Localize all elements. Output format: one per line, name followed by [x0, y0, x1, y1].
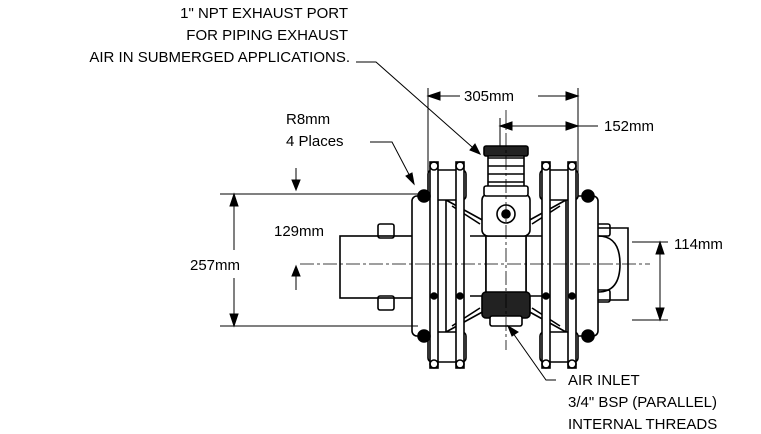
exhaust-note-line3: AIR IN SUBMERGED APPLICATIONS.	[89, 49, 350, 66]
radius-note-line1: R8mm	[286, 111, 330, 128]
right-outlet-pipe	[595, 223, 629, 303]
air-inlet-line2: 3/4" BSP (PARALLEL)	[568, 394, 717, 411]
air-inlet-line3: INTERNAL THREADS	[568, 416, 717, 433]
left-chamber	[411, 161, 487, 369]
dimension-lines	[220, 88, 668, 328]
exhaust-port-note: 1" NPT EXHAUST PORT FOR PIPING EXHAUST A…	[89, 5, 350, 66]
upper-height-label: 129mm	[274, 223, 324, 240]
port-height-label: 114mm	[674, 236, 723, 253]
pump-body	[339, 145, 629, 369]
air-inlet-note: AIR INLET 3/4" BSP (PARALLEL) INTERNAL T…	[568, 372, 717, 433]
exhaust-note-line2: FOR PIPING EXHAUST	[186, 27, 348, 44]
radius-note: R8mm 4 Places	[286, 111, 344, 150]
radius-note-line2: 4 Places	[286, 133, 344, 150]
left-inlet-pipe	[339, 223, 419, 311]
exhaust-note-line1: 1" NPT EXHAUST PORT	[180, 5, 348, 22]
overall-width-label: 305mm	[464, 88, 514, 105]
leader-lines	[356, 61, 556, 381]
center-lines	[300, 110, 650, 350]
overall-height-label: 257mm	[190, 257, 240, 274]
right-chamber	[525, 161, 599, 369]
air-inlet-line1: AIR INLET	[568, 372, 640, 389]
half-width-label: 152mm	[604, 118, 654, 135]
